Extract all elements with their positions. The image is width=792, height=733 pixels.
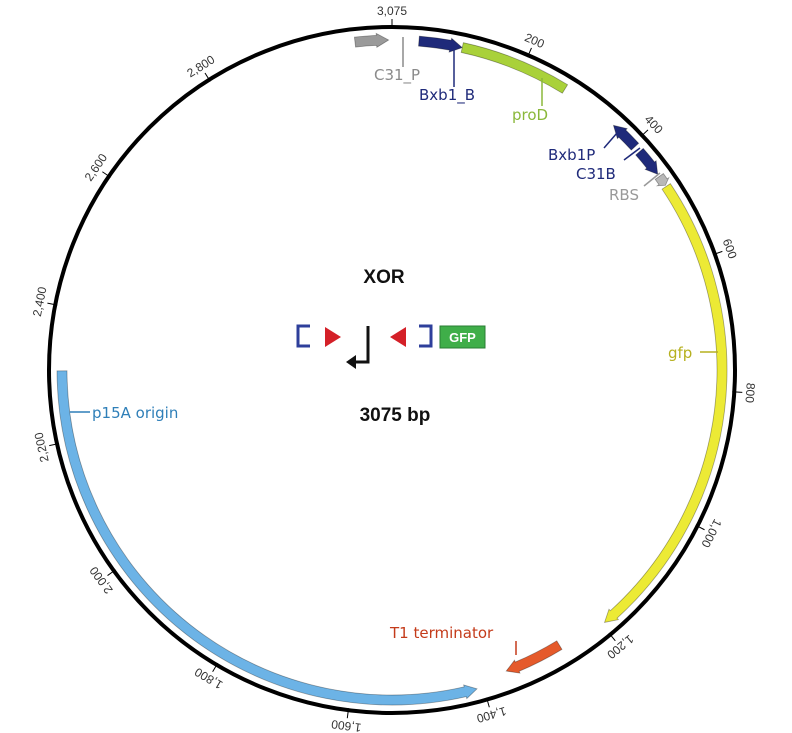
plasmid-name: XOR <box>363 267 404 288</box>
gfp-gene-box <box>439 325 486 349</box>
plasmid-length: 3075 bp <box>360 405 431 426</box>
feature-arrow-t1-terminator <box>505 640 563 674</box>
leader-line-rbs <box>643 172 661 187</box>
feature-arrow-prod <box>460 42 569 94</box>
tick-label: 800 <box>742 382 757 403</box>
tick-mark <box>732 391 743 393</box>
feature-label-bxb1p: Bxb1P <box>548 146 595 164</box>
tick-label: 600 <box>720 237 740 261</box>
tick-mark <box>107 569 116 576</box>
gfp-gene-label: GFP <box>449 330 476 345</box>
tick-mark <box>49 442 60 447</box>
feature-label-c31-p: C31_P <box>374 66 420 85</box>
tick-label: 1,600 <box>330 717 362 733</box>
feature-arrow-bxb1-b <box>418 35 464 53</box>
recombinase-site-right-icon <box>419 324 433 348</box>
feature-label-prod: proD <box>512 106 548 124</box>
leader-line-c31b <box>623 147 641 161</box>
tick-mark <box>712 250 723 256</box>
attachment-arrow-right-icon <box>325 327 341 347</box>
feature-arrow-bxb1p <box>612 124 640 151</box>
tick-label: 400 <box>642 112 666 136</box>
tick-mark <box>47 302 58 306</box>
xor-logic-glyph: GFP <box>296 324 486 369</box>
tick-mark <box>212 662 219 672</box>
tick-mark <box>527 47 532 58</box>
feature-arrow-c31-p <box>353 32 390 49</box>
feature-arrow-c31b <box>635 147 659 175</box>
feature-arrow-gfp <box>603 183 728 623</box>
tick-label: 2,400 <box>30 285 50 317</box>
backbone <box>47 25 737 715</box>
promoter-arrowhead-icon <box>346 355 356 369</box>
tick-label: 200 <box>523 30 547 51</box>
tick-label: 1,400 <box>475 704 508 726</box>
feature-arrow-rbs <box>654 172 670 187</box>
feature-label-rbs: RBS <box>609 186 639 204</box>
feature-label-t1-terminator: T1 terminator <box>389 624 494 642</box>
attachment-arrow-left-icon <box>390 327 406 347</box>
feature-label-bxb1-b: Bxb1_B <box>419 86 475 105</box>
tick-label: 2,200 <box>31 431 51 464</box>
feature-label-p15a-origin: p15A origin <box>92 404 178 422</box>
feature-annotations <box>56 32 728 706</box>
tick-label: 1,000 <box>698 517 724 550</box>
promoter-icon <box>354 326 370 364</box>
plasmid-backbone-circle <box>47 25 737 715</box>
tick-label: 3,075 <box>377 4 407 18</box>
tick-mark <box>695 524 705 531</box>
recombinase-site-left-icon <box>296 324 310 348</box>
feature-arrow-p15a-origin <box>56 370 478 706</box>
tick-mark <box>608 632 616 642</box>
leader-line-bxb1p <box>603 132 618 149</box>
tick-mark <box>346 708 350 719</box>
feature-label-c31b: C31B <box>576 165 616 183</box>
tick-mark <box>204 72 211 82</box>
tick-mark <box>486 697 490 708</box>
tick-mark <box>102 171 111 178</box>
feature-label-gfp: gfp <box>668 344 692 362</box>
tick-mark <box>640 129 649 138</box>
